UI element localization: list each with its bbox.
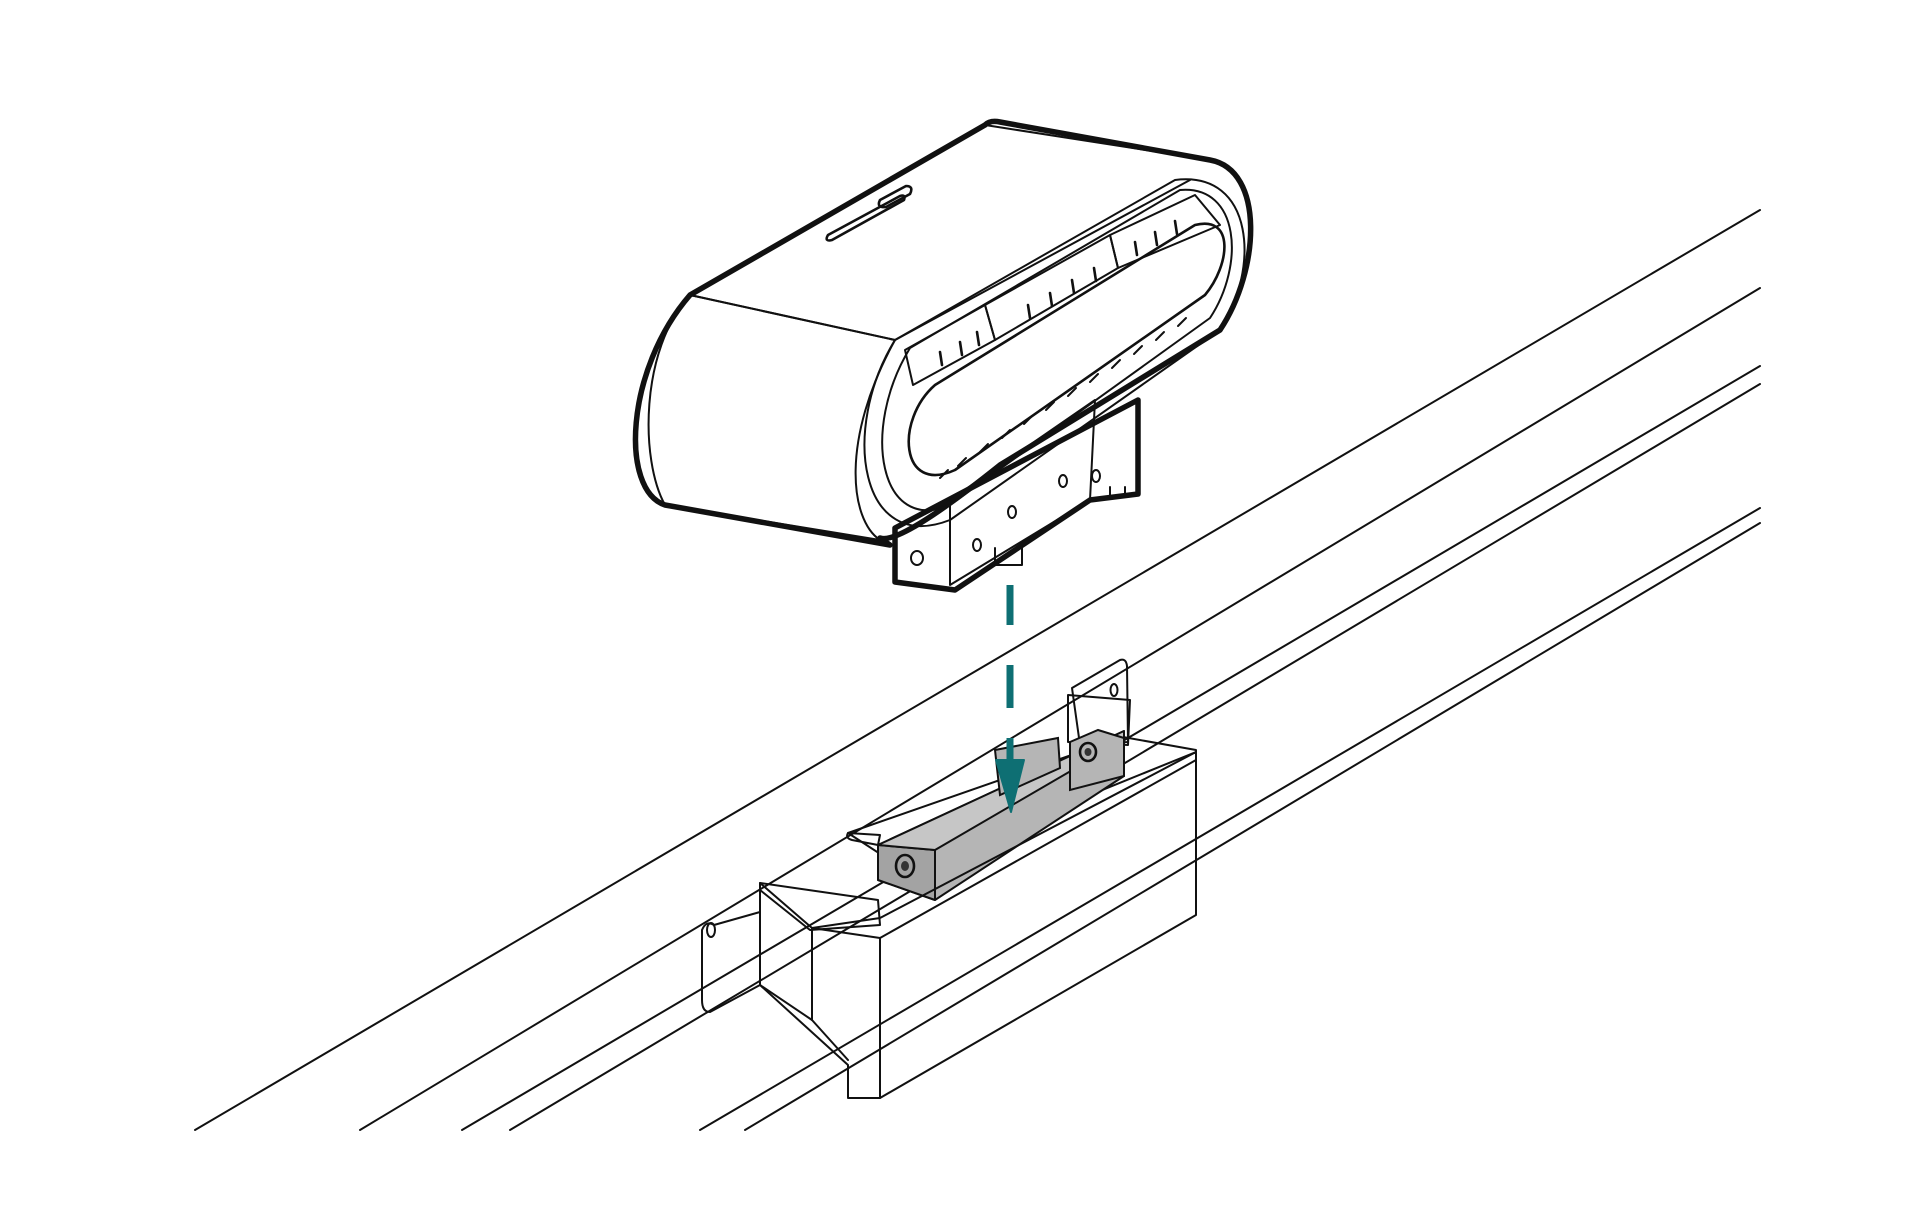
outlet-unit-icon (632, 118, 1254, 593)
mounting-rail-icon (194, 209, 1761, 1131)
down-arrow-icon (995, 585, 1025, 813)
